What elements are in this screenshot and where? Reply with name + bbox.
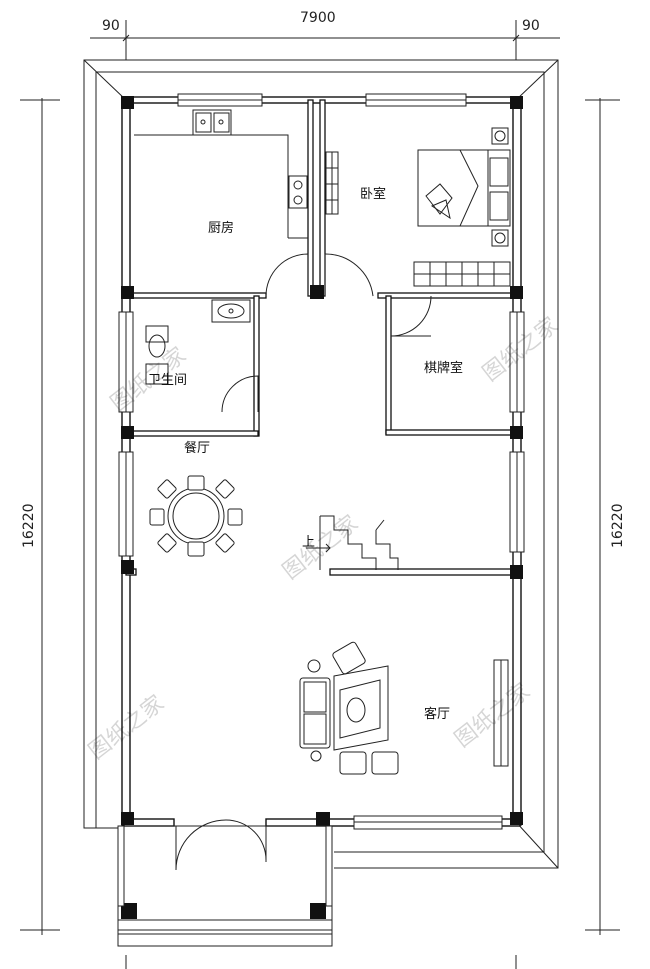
columns — [121, 96, 523, 919]
bathroom-fixtures — [145, 299, 251, 385]
sofa-set — [299, 641, 399, 775]
windows — [118, 93, 525, 830]
label-bedroom: 卧室 — [360, 186, 386, 202]
dim-width: 7900 — [300, 10, 336, 26]
porch — [117, 825, 333, 947]
label-mahjong-room: 棋牌室 — [424, 360, 463, 376]
label-living-room: 客厅 — [424, 706, 450, 722]
bed — [417, 127, 511, 247]
dimension-lines — [20, 20, 620, 969]
kitchen-counter — [134, 109, 308, 239]
label-bathroom: 卫生间 — [148, 373, 187, 388]
dim-left-margin: 90 — [102, 18, 120, 34]
doors — [175, 253, 432, 871]
dim-right-margin: 90 — [522, 18, 540, 34]
label-stairs-up: 上 — [302, 535, 315, 550]
label-kitchen: 厨房 — [208, 220, 234, 236]
wardrobe-shelf — [325, 151, 339, 215]
staircase — [306, 515, 399, 570]
dim-height-right: 16220 — [610, 503, 626, 548]
roof-outline — [83, 59, 559, 869]
dining-table — [149, 475, 243, 557]
label-dining: 餐厅 — [184, 440, 210, 456]
tv-cabinet — [493, 659, 509, 767]
watermark: 图纸之家 — [450, 679, 535, 753]
dim-height-left: 16220 — [21, 503, 37, 548]
wardrobe — [413, 261, 511, 287]
